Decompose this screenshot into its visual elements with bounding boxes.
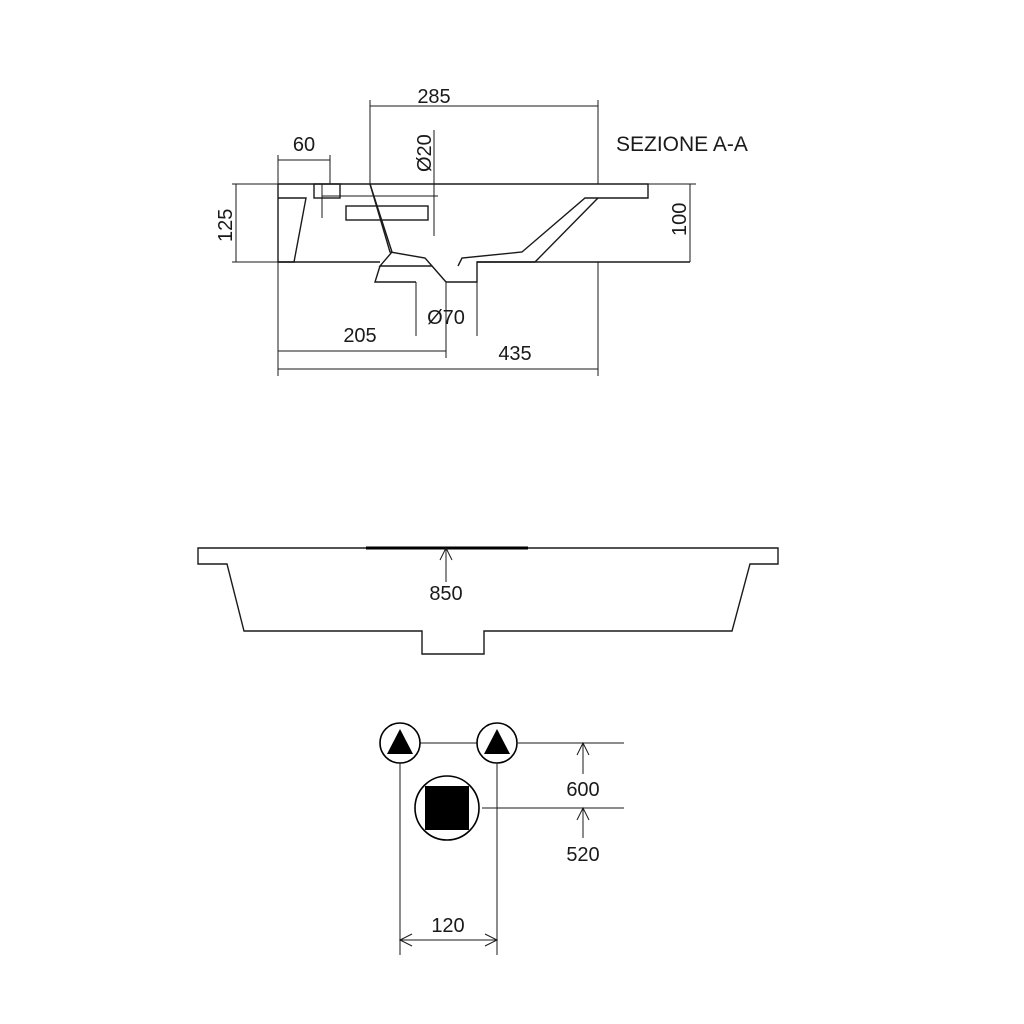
section-inner-wall: [369, 183, 598, 267]
plan-120-arrow-left: [398, 933, 413, 947]
plan-600-label: 600: [566, 779, 599, 801]
dim-60-label: 60: [293, 134, 315, 156]
section-outline: [278, 183, 649, 283]
plan-600-arrow: [576, 741, 590, 756]
dim-435-label: 435: [498, 343, 531, 365]
section-rear-wall: [277, 184, 307, 263]
section-drain-stub: [374, 265, 416, 283]
section-title: SEZIONE A-A: [616, 133, 748, 156]
plan-120-label: 120: [431, 915, 464, 937]
dim-205-label: 205: [343, 325, 376, 347]
overflow-hole: [313, 183, 341, 199]
front-view: 850: [197, 546, 779, 655]
overflow-channel: [345, 205, 429, 221]
plan-view: 120 600 520: [379, 722, 624, 955]
left-tap-triangle: [387, 729, 413, 754]
drain-square: [425, 786, 469, 830]
dim-100-label: 100: [669, 203, 691, 236]
section-view: 285 60 Ø20 SEZIONE A-A 125 100 Ø70 205 4: [215, 86, 748, 376]
front-850-arrow: [439, 546, 453, 561]
plan-520-label: 520: [566, 844, 599, 866]
plan-520-arrow: [576, 806, 590, 821]
right-tap-triangle: [484, 729, 510, 754]
dim-d20-label: Ø20: [414, 134, 436, 172]
dim-285-label: 285: [417, 86, 450, 108]
plan-120-arrow-right: [484, 933, 499, 947]
front-outline: [197, 547, 779, 655]
dim-125-label: 125: [215, 209, 237, 242]
front-850-label: 850: [429, 583, 462, 605]
